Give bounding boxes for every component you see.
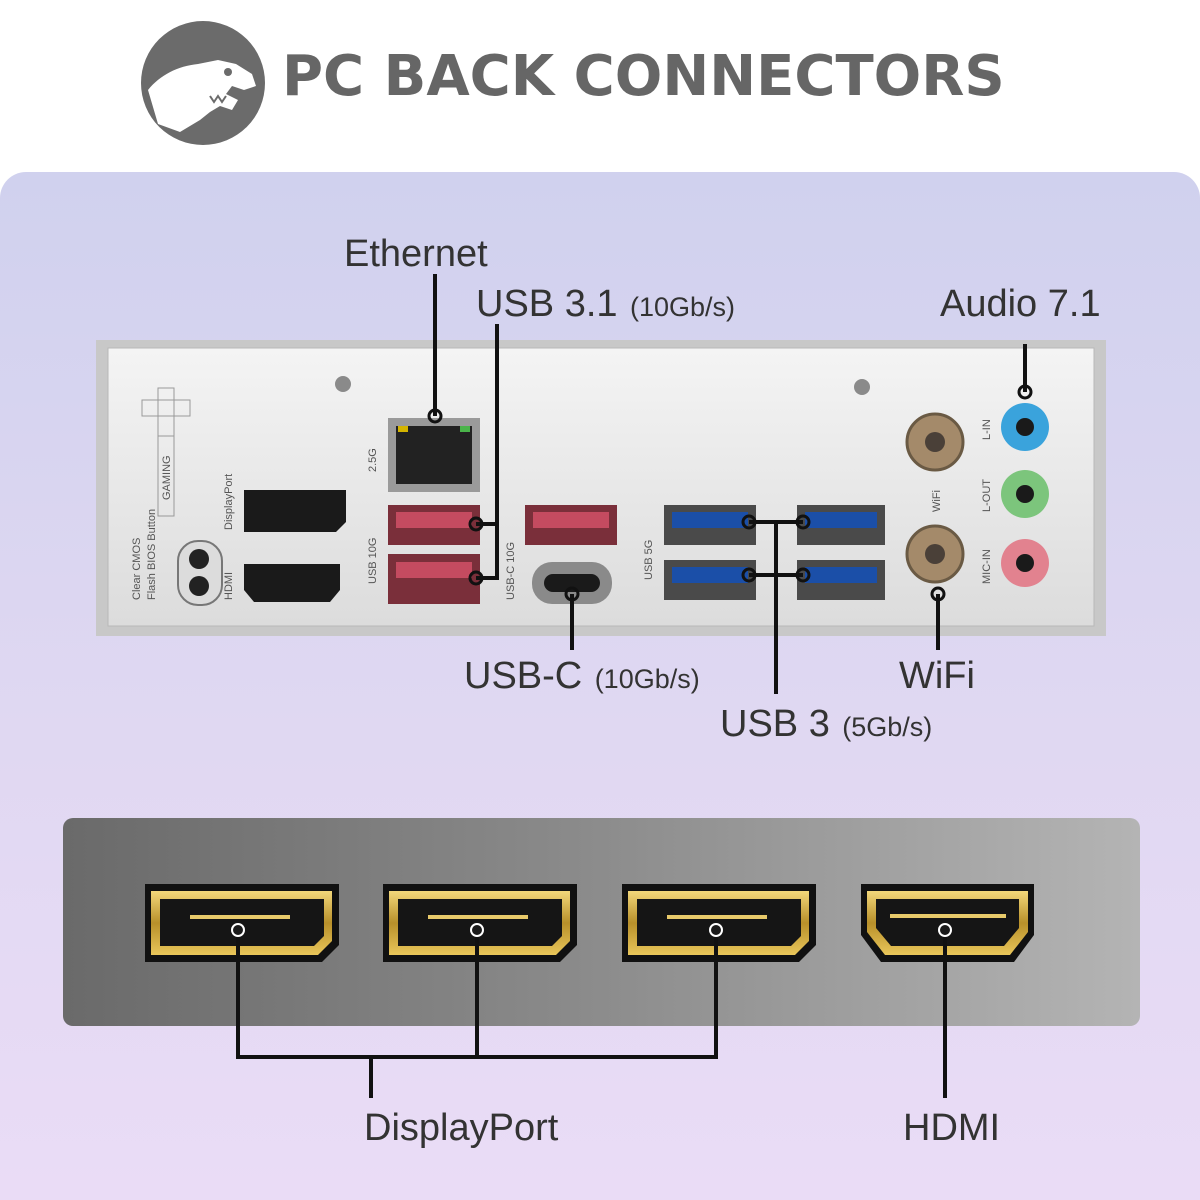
flash-bios-icon xyxy=(189,576,209,596)
plate-hdmi-icon xyxy=(244,564,340,602)
clear-cmos-icon xyxy=(189,549,209,569)
gpu-rear-panel xyxy=(63,818,1140,1026)
usbc10g-text: USB-C 10G xyxy=(505,542,517,600)
displayport-port-icon xyxy=(622,884,816,962)
header: PC BACK CONNECTORS xyxy=(0,0,1200,170)
usbc-label: USB-C (10Gb/s) xyxy=(464,655,700,697)
usb5g-text: USB 5G xyxy=(643,540,655,580)
screw-icon xyxy=(335,376,351,392)
gaming-logo-icon xyxy=(141,387,191,517)
dinosaur-logo-icon xyxy=(141,21,265,145)
displayport-port-icon xyxy=(145,884,339,962)
clear-cmos-text: Clear CMOS xyxy=(131,538,143,600)
mic-in-text: MIC-IN xyxy=(981,549,993,584)
flash-bios-text: Flash BIOS Button xyxy=(146,509,158,600)
hdmi-label: HDMI xyxy=(903,1107,1000,1149)
hdmi-port-icon xyxy=(861,884,1034,962)
wifi-label: WiFi xyxy=(899,655,975,697)
ethernet-label: Ethernet xyxy=(344,233,488,275)
audio-label: Audio 7.1 xyxy=(940,283,1101,325)
l-out-text: L-OUT xyxy=(981,479,993,512)
lan-speed-text: 2.5G xyxy=(367,448,379,472)
usb10g-text: USB 10G xyxy=(367,538,379,584)
hdmi-small-text: HDMI xyxy=(223,572,235,600)
usb3-label: USB 3 (5Gb/s) xyxy=(720,703,932,745)
displayport-label: DisplayPort xyxy=(364,1107,559,1149)
page-title: PC BACK CONNECTORS xyxy=(282,44,1005,109)
usb31-port-icon xyxy=(388,554,480,604)
bottom-leader-lines xyxy=(236,930,947,1098)
plate-displayport-icon xyxy=(244,490,346,532)
screw-icon xyxy=(854,379,870,395)
io-plate: GAMING DisplayPort HDMI Clear CMOS Flash… xyxy=(96,340,1106,636)
l-in-text: L-IN xyxy=(981,419,993,440)
wifi-small-text: WiFi xyxy=(931,490,943,512)
leader-dots xyxy=(427,384,1033,602)
usb3-label-speed: (5Gb/s) xyxy=(842,712,932,742)
usbc-label-speed: (10Gb/s) xyxy=(595,664,700,694)
displayport-small-text: DisplayPort xyxy=(223,474,235,530)
usb31-label-main: USB 3.1 xyxy=(476,283,618,325)
usb31-label-speed: (10Gb/s) xyxy=(630,292,735,322)
usbc-label-main: USB-C xyxy=(464,655,582,697)
displayport-port-icon xyxy=(383,884,577,962)
usb31-label: USB 3.1 (10Gb/s) xyxy=(476,283,735,325)
usb3-label-main: USB 3 xyxy=(720,703,830,745)
bottom-leader-dots xyxy=(231,923,952,937)
gaming-text: GAMING xyxy=(161,455,173,500)
clear-cmos-button-icon xyxy=(177,540,223,606)
